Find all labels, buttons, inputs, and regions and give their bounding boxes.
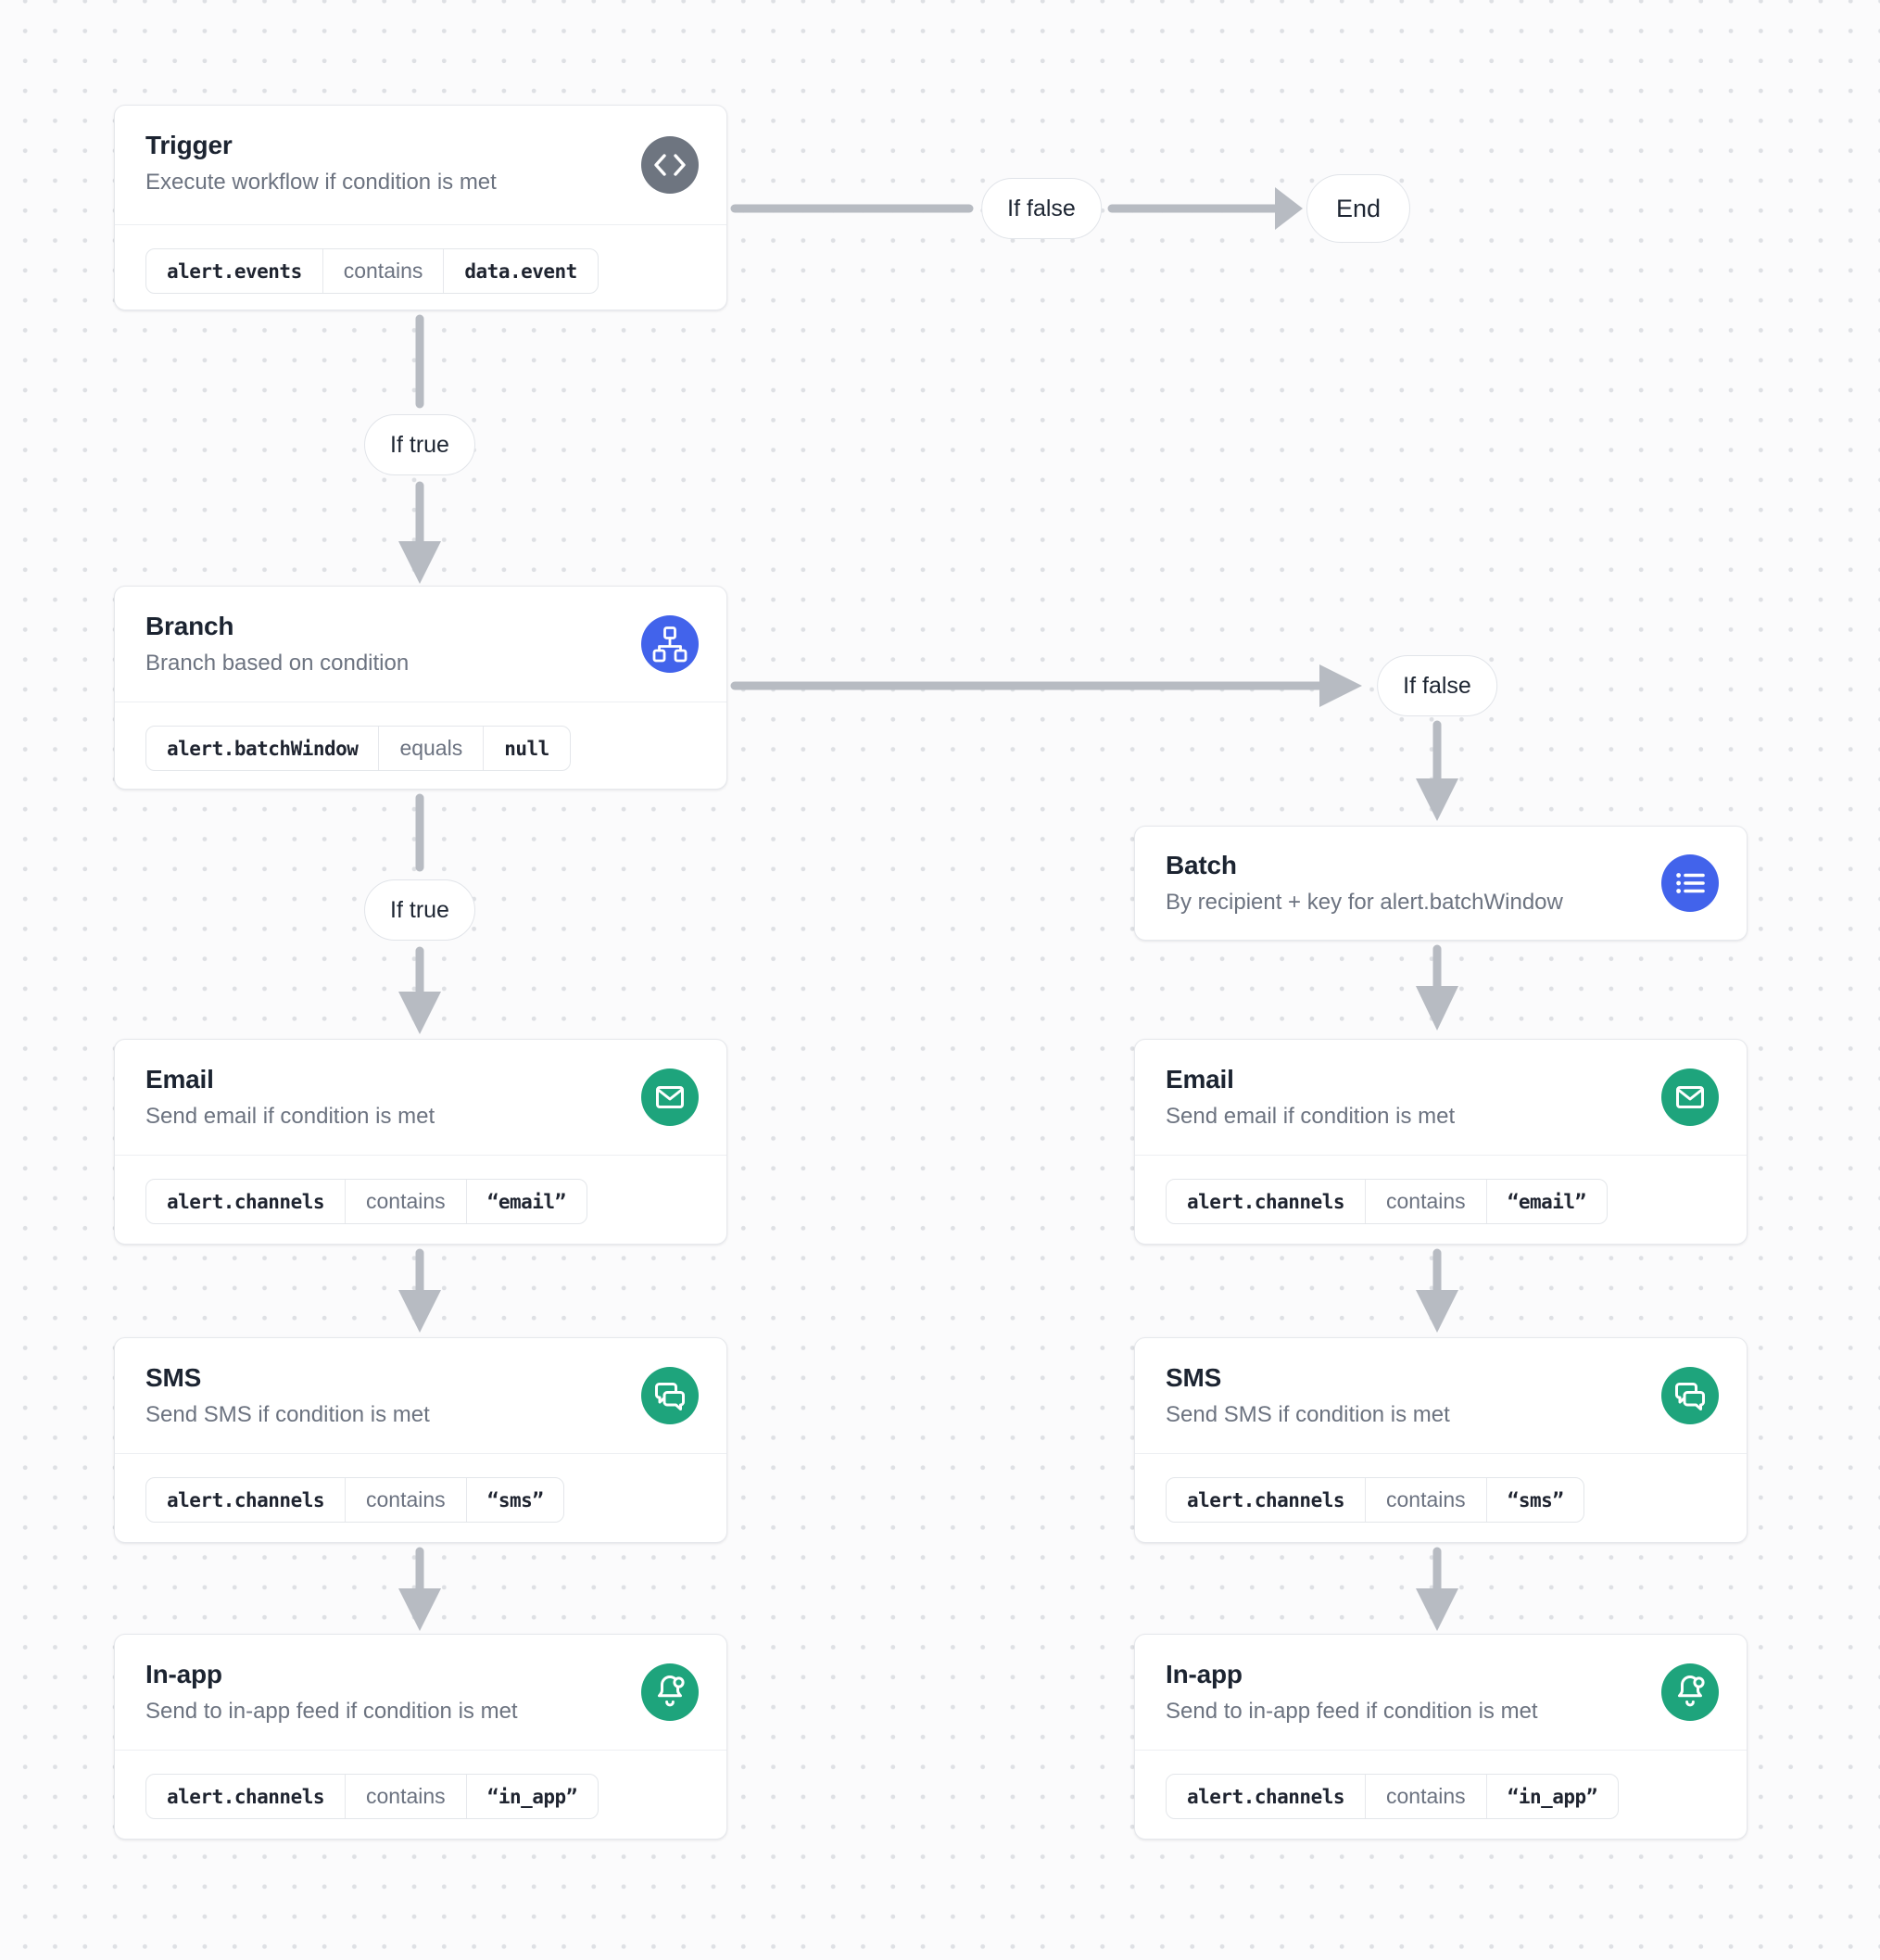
node-subtitle: Send to in-app feed if condition is met	[1166, 1699, 1538, 1724]
node-inapp-left-card[interactable]: In-app Send to in-app feed if condition …	[114, 1634, 727, 1840]
condition-chip: alert.channels contains “email”	[145, 1179, 587, 1224]
list-icon	[1661, 854, 1719, 912]
edge-email-sms-right	[1416, 1248, 1458, 1333]
edge-sms-inapp-left	[398, 1547, 441, 1631]
node-title: In-app	[1166, 1660, 1243, 1688]
node-batch-card[interactable]: Batch By recipient + key for alert.batch…	[1134, 826, 1748, 941]
condition-field: alert.channels	[167, 1190, 325, 1213]
edge-label-if-false-trigger: If false	[981, 178, 1102, 239]
edge-sms-inapp-right	[1416, 1547, 1458, 1631]
edge-email-sms-left	[398, 1248, 441, 1333]
node-title: Email	[1166, 1065, 1234, 1094]
condition-value: “sms”	[1507, 1488, 1564, 1511]
condition-field: alert.channels	[167, 1785, 325, 1808]
node-title: SMS	[1166, 1363, 1222, 1392]
node-subtitle: Send email if condition is met	[1166, 1104, 1456, 1129]
node-email-right-card[interactable]: Email Send email if condition is met ale…	[1134, 1039, 1748, 1245]
condition-chip: alert.events contains data.event	[145, 248, 599, 294]
condition-operator: contains	[345, 1478, 467, 1522]
condition-operator: contains	[322, 249, 445, 293]
node-subtitle: Send email if condition is met	[145, 1104, 435, 1129]
chat-icon	[1661, 1367, 1719, 1424]
node-branch-card[interactable]: Branch Branch based on condition alert.b…	[114, 586, 727, 790]
condition-chip: alert.channels contains “sms”	[145, 1477, 565, 1523]
node-subtitle: Send SMS if condition is met	[145, 1402, 430, 1427]
node-subtitle: Send to in-app feed if condition is met	[145, 1699, 518, 1724]
condition-field: alert.channels	[167, 1488, 325, 1511]
mail-icon	[641, 1069, 699, 1126]
node-title: Trigger	[145, 131, 233, 159]
condition-operator: contains	[1365, 1180, 1487, 1223]
chat-icon	[641, 1367, 699, 1424]
condition-value: null	[504, 737, 549, 760]
node-subtitle: By recipient + key for alert.batchWindow	[1166, 890, 1563, 915]
node-subtitle: Send SMS if condition is met	[1166, 1402, 1450, 1427]
code-icon	[641, 136, 699, 194]
condition-operator: contains	[345, 1180, 467, 1223]
node-email-left-card[interactable]: Email Send email if condition is met ale…	[114, 1039, 727, 1245]
edge-label-if-true-branch: If true	[364, 879, 475, 941]
end-node: End	[1306, 174, 1411, 243]
condition-field: alert.channels	[1187, 1785, 1345, 1808]
edge-batch-email	[1416, 944, 1458, 1031]
condition-operator: contains	[1365, 1775, 1487, 1818]
node-subtitle: Branch based on condition	[145, 651, 410, 676]
node-sms-left-card[interactable]: SMS Send SMS if condition is met alert.c…	[114, 1337, 727, 1543]
condition-value: “email”	[1507, 1190, 1587, 1213]
node-sms-right-card[interactable]: SMS Send SMS if condition is met alert.c…	[1134, 1337, 1748, 1543]
condition-operator: contains	[1365, 1478, 1487, 1522]
condition-chip: alert.channels contains “in_app”	[1166, 1774, 1619, 1819]
condition-operator: contains	[345, 1775, 467, 1818]
node-title: Email	[145, 1065, 214, 1094]
bell-icon	[1661, 1663, 1719, 1721]
condition-value: “in_app”	[1507, 1785, 1598, 1808]
node-title: Branch	[145, 612, 234, 640]
node-title: SMS	[145, 1363, 202, 1392]
condition-field: alert.channels	[1187, 1488, 1345, 1511]
condition-operator: equals	[378, 727, 485, 770]
condition-value: data.event	[464, 259, 577, 283]
bell-icon	[641, 1663, 699, 1721]
condition-chip: alert.channels contains “in_app”	[145, 1774, 599, 1819]
condition-chip: alert.batchWindow equals null	[145, 726, 571, 771]
condition-value: “email”	[486, 1190, 567, 1213]
edge-branch-if-false	[730, 664, 1458, 821]
node-title: Batch	[1166, 851, 1237, 879]
condition-chip: alert.channels contains “email”	[1166, 1179, 1608, 1224]
node-inapp-right-card[interactable]: In-app Send to in-app feed if condition …	[1134, 1634, 1748, 1840]
node-subtitle: Execute workflow if condition is met	[145, 170, 497, 195]
sitemap-icon	[641, 615, 699, 673]
node-trigger-card[interactable]: Trigger Execute workflow if condition is…	[114, 105, 727, 310]
node-title: In-app	[145, 1660, 222, 1688]
condition-field: alert.events	[167, 259, 302, 283]
condition-chip: alert.channels contains “sms”	[1166, 1477, 1585, 1523]
edge-label-if-true-trigger: If true	[364, 414, 475, 475]
condition-field: alert.batchWindow	[167, 737, 359, 760]
condition-value: “in_app”	[486, 1785, 578, 1808]
edge-label-if-false-branch: If false	[1377, 655, 1497, 716]
mail-icon	[1661, 1069, 1719, 1126]
condition-field: alert.channels	[1187, 1190, 1345, 1213]
condition-value: “sms”	[486, 1488, 544, 1511]
